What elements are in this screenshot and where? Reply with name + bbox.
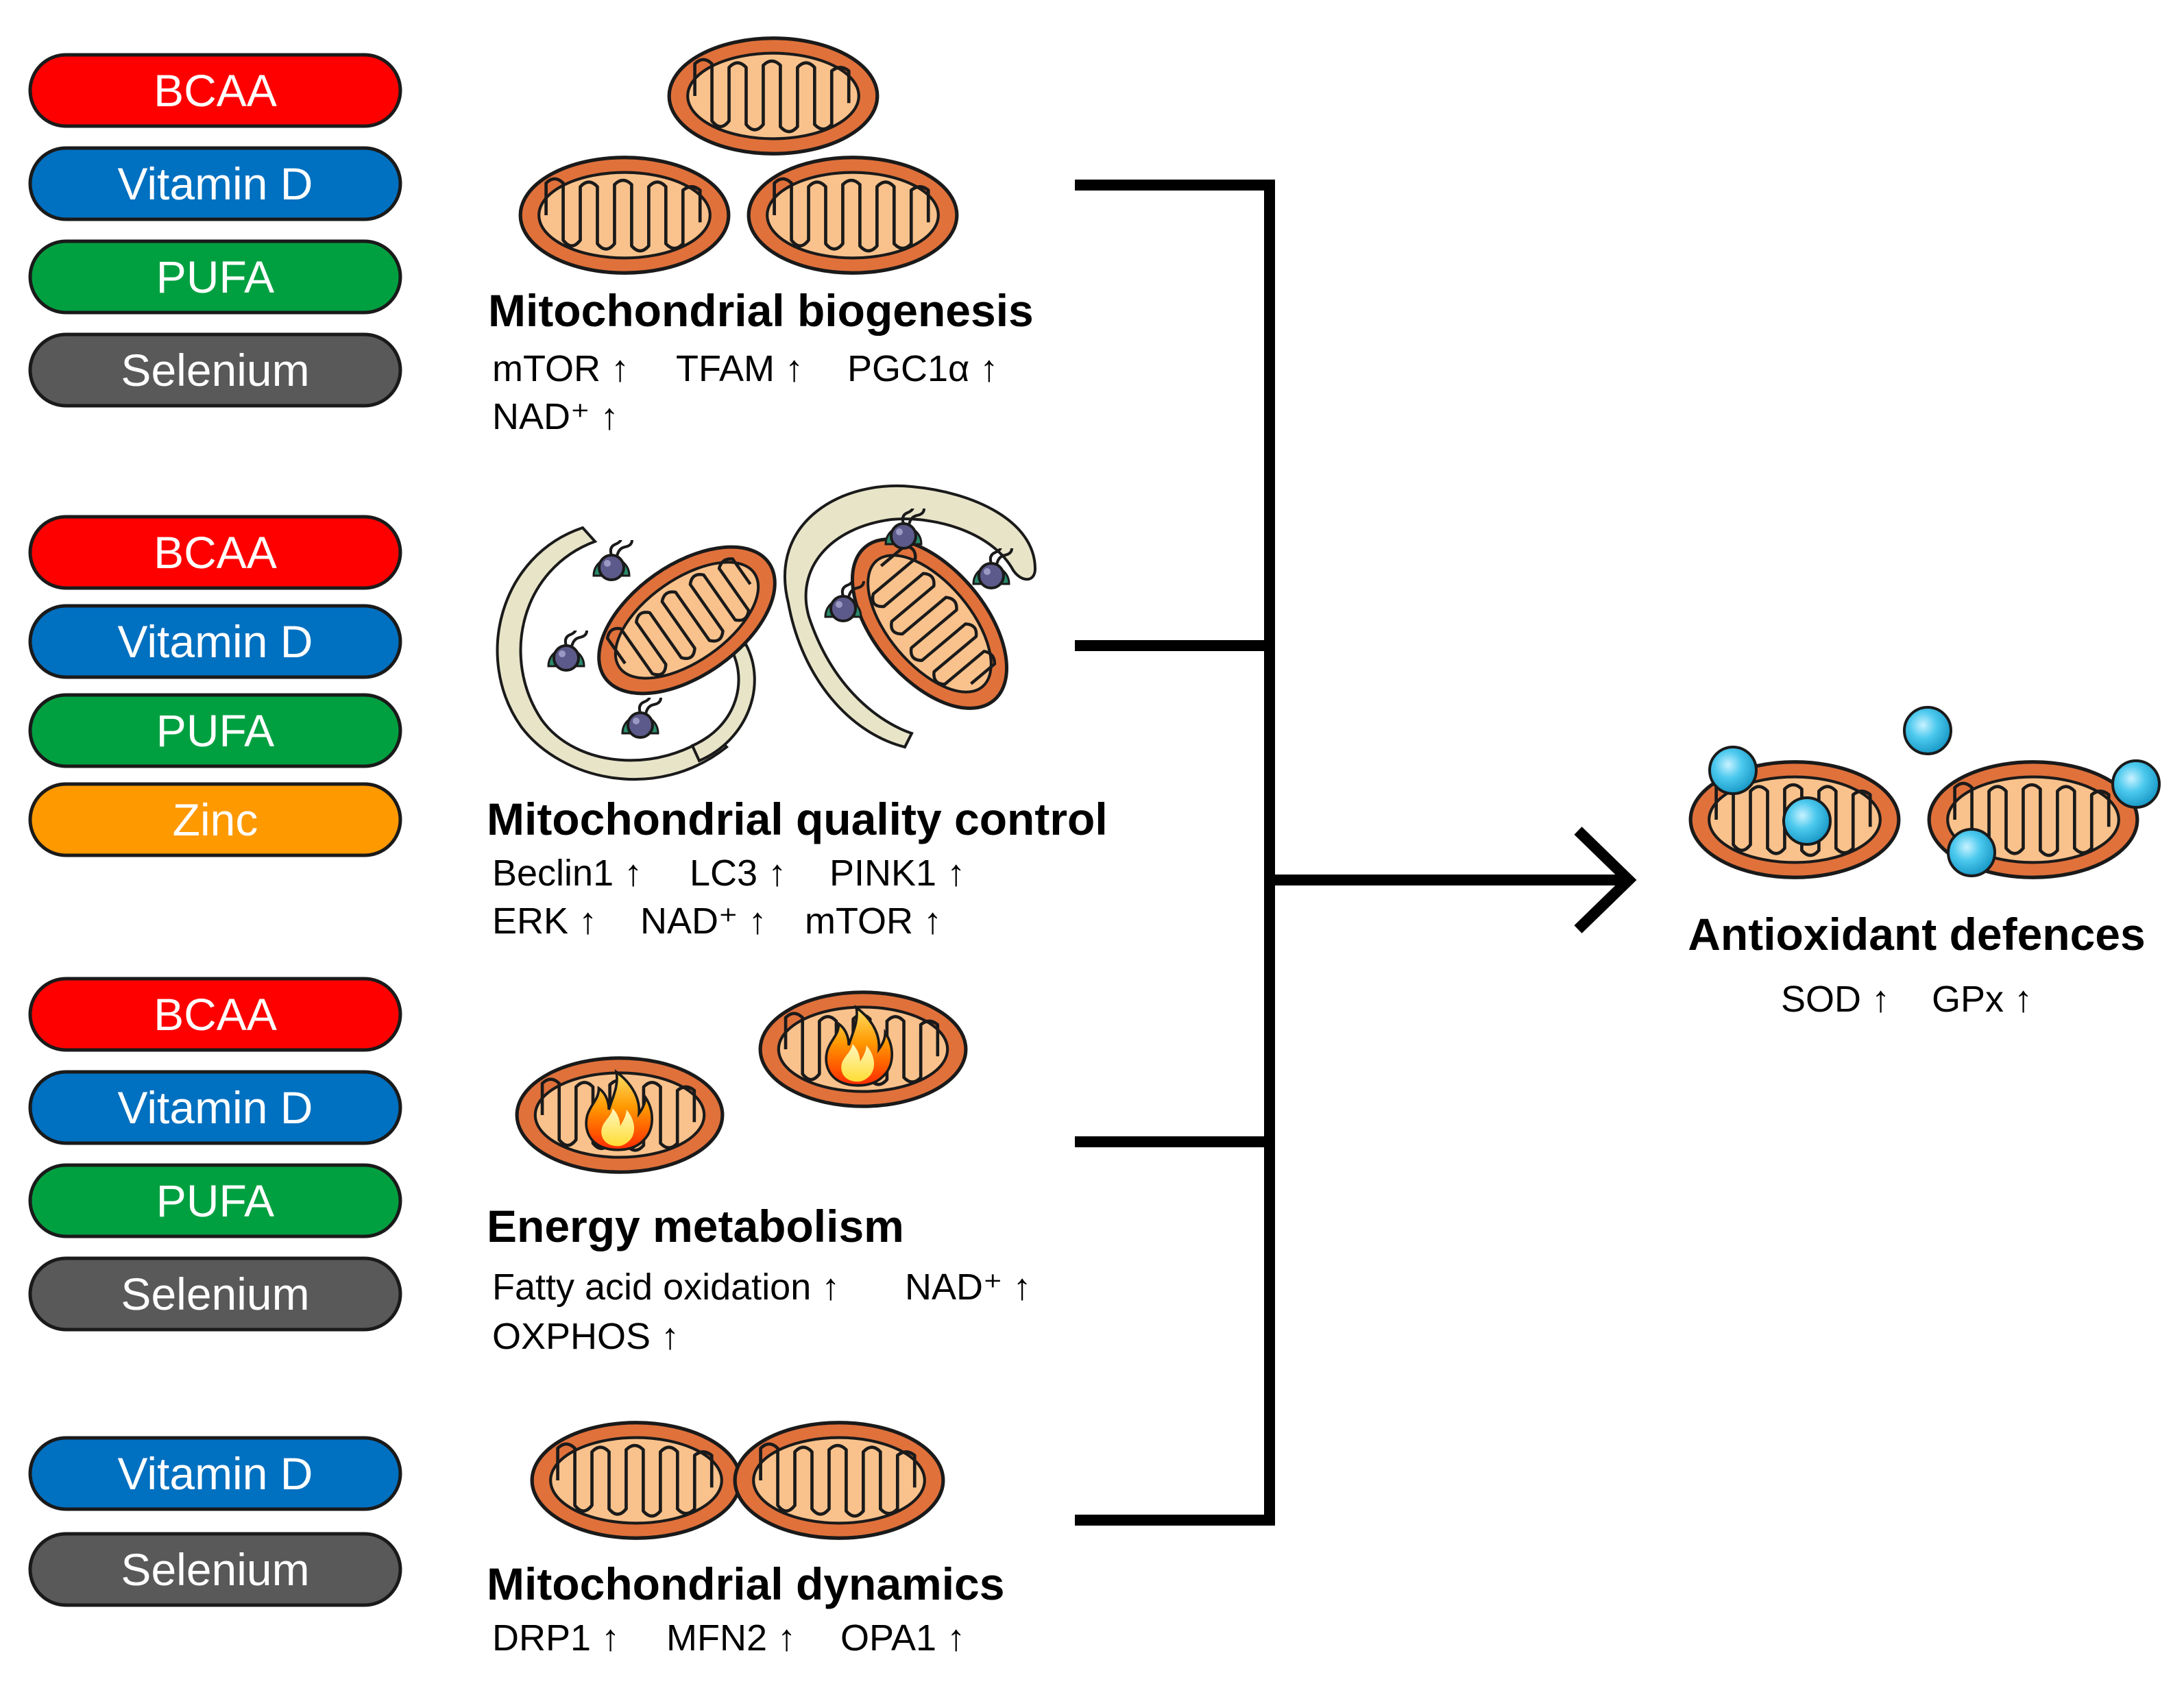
mitochondrion-icon — [532, 1423, 740, 1538]
marker-label: OPA1 ↑ — [840, 1617, 965, 1659]
phagophore-shape — [690, 642, 756, 763]
arrow-head — [1574, 827, 1637, 933]
group-quality-control-labels: Mitochondrial quality control Beclin1 ↑ … — [487, 794, 1108, 942]
nutrient-pill-pufa: PUFA — [28, 1163, 402, 1238]
marker-label: TFAM ↑ — [676, 348, 803, 389]
nutrient-pill-vitamin-d: Vitamin D — [28, 1436, 402, 1511]
marker-label: GPx ↑ — [1932, 979, 2033, 1020]
marker-label: mTOR ↑ — [492, 348, 629, 389]
marker-label: ERK ↑ — [492, 901, 597, 942]
nutrient-label: Vitamin D — [118, 616, 313, 667]
marker-label: mTOR ↑ — [805, 901, 942, 942]
nutrient-pill-shape — [28, 604, 402, 679]
phagophore-shape — [784, 485, 1037, 749]
nutrient-pill-pufa: PUFA — [28, 693, 402, 768]
group-biogenesis-labels: Mitochondrial biogenesis mTOR ↑ TFAM ↑ P… — [488, 285, 1034, 437]
mitochondrion-icon — [520, 158, 729, 273]
antioxidant-droplet-icon — [1947, 828, 1996, 877]
nutrient-label: Selenium — [121, 1269, 309, 1319]
nutrient-pill-shape — [28, 515, 402, 590]
nutrient-label: BCAA — [154, 989, 277, 1040]
antioxidant-droplet-icon — [1903, 706, 1952, 755]
marker-label: LC3 ↑ — [690, 853, 786, 894]
antioxidant-droplet-icon — [2111, 759, 2161, 809]
antioxidant-droplet-icon — [1782, 796, 1832, 846]
marker-label: NAD⁺ ↑ — [492, 396, 619, 437]
nutrient-pill-bcaa: BCAA — [28, 53, 402, 128]
group-title: Mitochondrial quality control — [487, 794, 1108, 844]
marker-label: Fatty acid oxidation ↑ — [492, 1267, 840, 1308]
nutrient-label: PUFA — [156, 1175, 274, 1226]
nutrient-label: PUFA — [156, 252, 274, 302]
nutrient-pill-shape — [28, 1436, 402, 1511]
nutrient-pill-shape — [28, 146, 402, 221]
mitochondrion-icon — [749, 158, 957, 273]
marker-label: DRP1 ↑ — [492, 1617, 620, 1659]
mitophagy-illustration — [496, 485, 1037, 781]
energy-metabolism-illustration — [517, 992, 966, 1172]
nutrient-pill-bcaa: BCAA — [28, 977, 402, 1052]
nutrient-label: BCAA — [154, 527, 277, 578]
convergence-bracket — [1075, 180, 1637, 1526]
nutrient-pill-shape — [28, 239, 402, 315]
nutrient-label: Vitamin D — [118, 1082, 313, 1133]
nutrient-pill-shape — [28, 693, 402, 768]
nutrient-pill-shape — [28, 977, 402, 1052]
nutrient-pill-pufa: PUFA — [28, 239, 402, 315]
mitochondrion-icon — [669, 38, 877, 154]
nutrient-pill-shape — [28, 1256, 402, 1332]
marker-label: MFN2 ↑ — [666, 1617, 796, 1659]
marker-label: PGC1α ↑ — [847, 348, 998, 389]
nutrient-label: BCAA — [154, 65, 277, 116]
antioxidant-droplet-icon — [1708, 746, 1758, 795]
nutrient-pill-selenium: Selenium — [28, 1532, 402, 1607]
nutrient-label: Vitamin D — [118, 158, 313, 209]
biogenesis-illustration — [520, 38, 957, 273]
outcome-title: Antioxidant defences — [1688, 909, 2145, 959]
nutrient-pill-shape — [28, 1070, 402, 1145]
group-energy-metabolism-labels: Energy metabolism Fatty acid oxidation ↑… — [487, 1201, 1032, 1357]
marker-label: PINK1 ↑ — [829, 853, 965, 894]
mitochondrion-icon — [735, 1423, 943, 1538]
receptor-icon — [592, 540, 633, 581]
nutrient-pill-shape — [28, 1532, 402, 1607]
nutrient-label: Selenium — [121, 1544, 309, 1595]
marker-label: SOD ↑ — [1781, 979, 1890, 1020]
nutrient-pill-selenium: Selenium — [28, 1256, 402, 1332]
nutrient-pill-selenium: Selenium — [28, 332, 402, 408]
receptor-icon — [621, 698, 662, 739]
nutrient-pill-shape — [28, 53, 402, 128]
nutrient-label: PUFA — [156, 705, 274, 756]
marker-label: Beclin1 ↑ — [492, 853, 642, 894]
marker-label: OXPHOS ↑ — [492, 1316, 679, 1357]
mitochondrion-icon — [573, 517, 801, 723]
nutrient-pill-vitamin-d: Vitamin D — [28, 1070, 402, 1145]
nutrient-pill-shape — [28, 782, 402, 857]
dynamics-illustration — [532, 1423, 943, 1538]
group-title: Mitochondrial biogenesis — [488, 285, 1034, 336]
nutrient-pill-vitamin-d: Vitamin D — [28, 146, 402, 221]
receptor-icon — [547, 631, 588, 672]
group-title: Mitochondrial dynamics — [487, 1559, 1004, 1609]
nutrient-pill-vitamin-d: Vitamin D — [28, 604, 402, 679]
group-dynamics-labels: Mitochondrial dynamics DRP1 ↑ MFN2 ↑ OPA… — [487, 1559, 1004, 1659]
group-title: Energy metabolism — [487, 1201, 904, 1251]
nutrient-pill-shape — [28, 332, 402, 408]
nutrient-label: Vitamin D — [118, 1448, 313, 1499]
nutrient-pill-zinc: Zinc — [28, 782, 402, 857]
marker-label: NAD⁺ ↑ — [640, 901, 767, 942]
nutrient-label: Selenium — [121, 345, 309, 395]
marker-label: NAD⁺ ↑ — [905, 1267, 1032, 1308]
antioxidant-illustration — [1690, 706, 2161, 877]
nutrient-pill-bcaa: BCAA — [28, 515, 402, 590]
nutrient-label: Zinc — [173, 794, 258, 845]
nutrient-pill-shape — [28, 1163, 402, 1238]
